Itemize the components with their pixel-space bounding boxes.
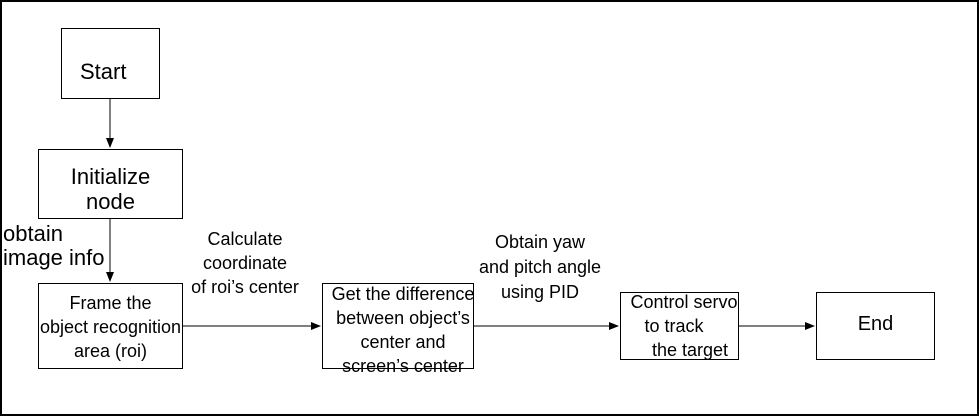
initialize-label-line2: node	[86, 189, 135, 214]
difference-label-line4: screen’s center	[342, 356, 464, 376]
obtain-image-label-line1: obtain	[3, 221, 63, 246]
frame-roi-node	[38, 283, 183, 369]
start-label: Start	[80, 59, 127, 84]
calc-coord-label-line3: of roi’s center	[191, 277, 299, 297]
servo-label-line1: Control servo	[630, 292, 738, 312]
servo-node	[620, 292, 739, 360]
yaw-pitch-label-line2: and pitch angle	[478, 257, 602, 277]
yaw-pitch-label-line1: Obtain yaw	[494, 232, 586, 252]
start-node	[61, 28, 160, 99]
frame-roi-label-line3: area (roi)	[73, 341, 148, 361]
calc-coord-label-line1: Calculate	[207, 229, 283, 249]
calc-coord-label-line2: coordinate	[202, 253, 288, 273]
frame-roi-label-line2: object recognition	[39, 317, 182, 337]
frame-roi-label-line1: Frame the	[69, 293, 152, 313]
difference-label-line2: between object’s	[336, 308, 470, 328]
yaw-pitch-label-line3: using PID	[500, 282, 580, 302]
end-node	[816, 292, 935, 360]
initialize-label-line1: Initialize	[70, 164, 151, 189]
end-label: End	[857, 313, 894, 335]
difference-label-line1: Get the difference	[331, 284, 475, 304]
difference-node	[322, 283, 474, 369]
difference-label-line3: center and	[360, 332, 446, 352]
initialize-node	[38, 149, 183, 219]
obtain-image-label-line2: image info	[3, 245, 105, 270]
servo-label-line2: to track	[644, 316, 704, 336]
servo-label-line3: the target	[651, 340, 729, 360]
